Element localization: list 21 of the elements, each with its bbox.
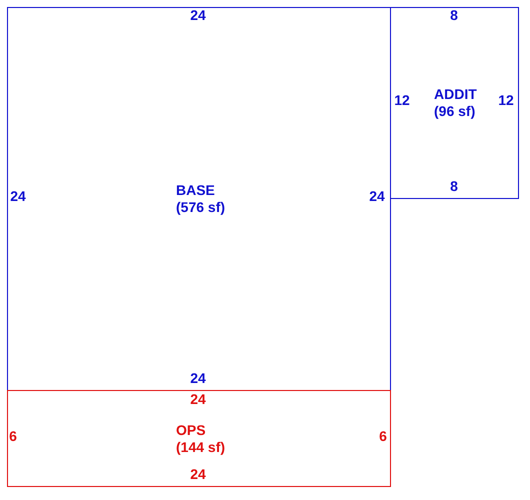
room-name: ADDIT (434, 86, 477, 103)
room-name: BASE (176, 182, 215, 199)
room-name: OPS (176, 422, 206, 439)
dimension-label: 24 (190, 7, 206, 23)
room-outline (7, 390, 391, 487)
dimension-label: 24 (369, 188, 385, 204)
dimension-label: 8 (450, 178, 458, 194)
room-outline (390, 7, 519, 199)
room-area: (576 sf) (176, 199, 226, 216)
room-outline (7, 7, 391, 391)
dimension-label: 12 (498, 92, 514, 108)
dimension-label: 24 (190, 466, 206, 482)
dimension-label: 6 (9, 428, 17, 444)
room-area: (96 sf) (434, 103, 476, 120)
dimension-label: 8 (450, 7, 458, 23)
dimension-label: 6 (379, 428, 387, 444)
dimension-label: 24 (10, 188, 26, 204)
dimension-label: 12 (394, 92, 410, 108)
dimension-label: 24 (190, 391, 206, 407)
dimension-label: 24 (190, 370, 206, 386)
room-area: (144 sf) (176, 439, 226, 456)
